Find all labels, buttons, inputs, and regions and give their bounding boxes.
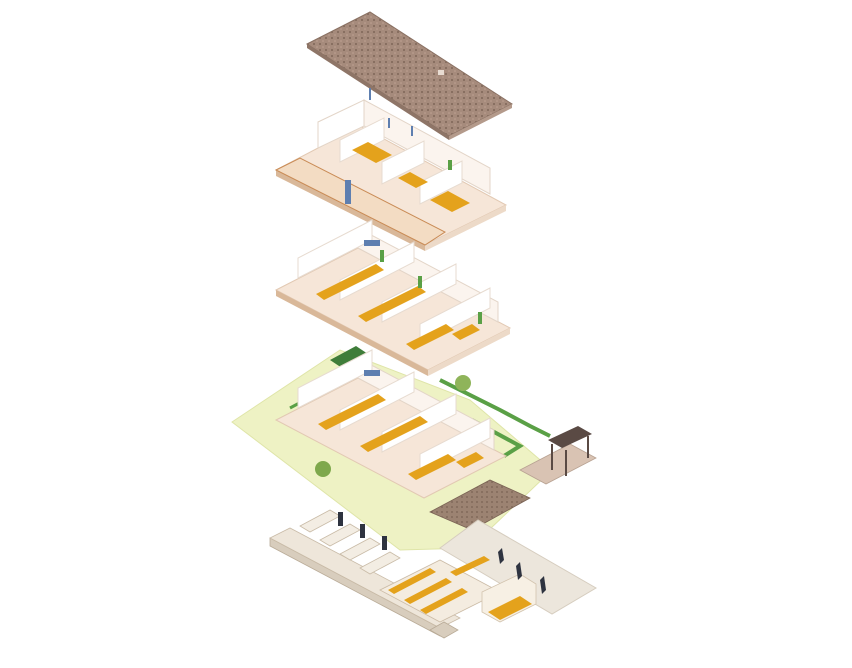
tree-icon <box>455 375 471 391</box>
basement-room-box-floor <box>488 596 532 620</box>
basement-opening <box>516 562 522 580</box>
middle-floor-slab-edge <box>276 290 428 376</box>
ground-floor-partition-1 <box>297 349 373 409</box>
ground-floor-layer <box>231 346 597 551</box>
middle-floor-layer <box>274 219 512 376</box>
middle-floor-glazing <box>364 240 380 246</box>
upper-floor-glazing <box>345 180 351 204</box>
upper-floor-bed-2 <box>430 191 470 212</box>
roof-vent <box>438 70 444 75</box>
middle-floor-bed-2 <box>358 286 426 322</box>
upper-floor-slab-edge-side <box>425 205 506 251</box>
upper-floor-slab-edge <box>276 170 425 251</box>
basement-bench-3 <box>420 588 468 614</box>
basement-bench-2 <box>404 578 452 604</box>
ground-floor-glazing <box>364 370 380 376</box>
ground-floor-bed-2 <box>360 416 428 452</box>
basement-opening <box>498 548 504 564</box>
middle-floor-bed-1 <box>316 264 384 300</box>
basement-stair <box>429 621 459 639</box>
middle-floor-hedge-marker <box>478 312 482 324</box>
middle-floor-bed-3 <box>406 324 454 350</box>
ground-floor-bed-4 <box>456 452 484 468</box>
ground-hedge <box>439 378 551 438</box>
middle-floor-bed-4 <box>452 324 480 340</box>
ground-paving <box>429 479 531 531</box>
ground-floor-bed-3 <box>408 454 456 480</box>
ground-floor-bed-1 <box>318 394 386 430</box>
upper-floor-layer <box>274 88 508 251</box>
upper-floor-partition-3 <box>419 160 463 205</box>
middle-floor-hedge-marker <box>380 250 384 262</box>
basement-bench-1 <box>388 568 436 594</box>
tree-icon <box>315 461 331 477</box>
roof-slab-edge <box>307 44 449 140</box>
ground-dark-lawn <box>330 346 368 368</box>
ground-deck <box>519 443 597 485</box>
middle-floor-partition-1 <box>297 219 373 279</box>
upper-floor-bed-3 <box>398 172 428 188</box>
upper-floor-hedge-marker <box>448 160 452 170</box>
basement-bench-4 <box>450 556 490 576</box>
basement-opening <box>540 576 546 594</box>
basement-foundation-grid <box>299 509 401 575</box>
roof-slab-edge-side <box>449 104 512 140</box>
upper-floor-balcony <box>274 157 446 246</box>
roof-layer <box>305 11 514 140</box>
upper-floor-partition-2 <box>381 140 425 185</box>
basement-columns <box>338 512 387 550</box>
pergola <box>548 426 592 476</box>
upper-floor-bed-1 <box>352 142 392 163</box>
middle-floor-slab-edge-side <box>428 328 510 376</box>
pergola-roof <box>548 426 592 448</box>
middle-floor-hedge-marker <box>418 276 422 288</box>
basement-layer <box>269 509 597 639</box>
